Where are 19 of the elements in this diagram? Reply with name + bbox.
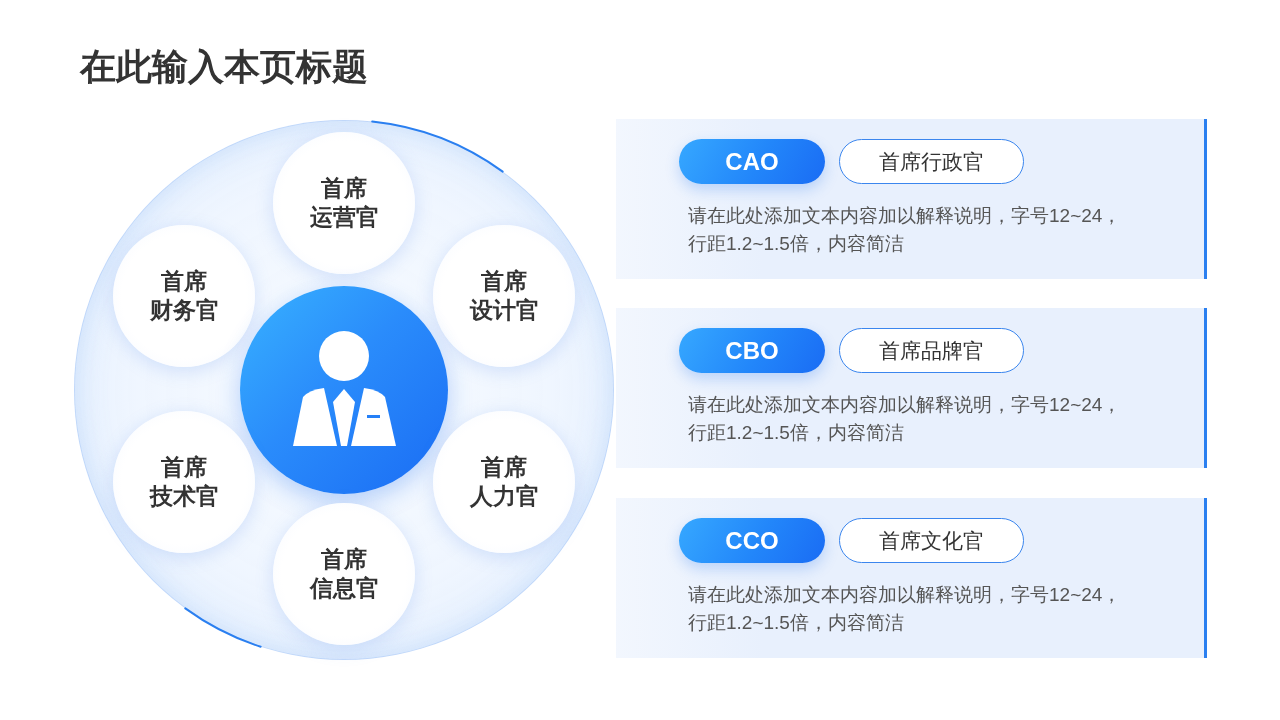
description-text: 请在此处添加文本内容加以解释说明，字号12~24，行距1.2~1.5倍，内容简洁	[688, 393, 1123, 445]
role-circle: 首席设计官	[433, 225, 575, 367]
role-circle: 首席财务官	[113, 225, 255, 367]
role-pill: 首席品牌官	[839, 328, 1024, 373]
description-text: 请在此处添加文本内容加以解释说明，字号12~24，行距1.2~1.5倍，内容简洁	[688, 583, 1123, 635]
acronym-pill: CBO	[679, 328, 825, 373]
role-circle: 首席运营官	[273, 132, 415, 274]
role-pill: 首席行政官	[839, 139, 1024, 184]
info-panel	[616, 498, 1207, 658]
acronym-pill: CAO	[679, 139, 825, 184]
role-circle: 首席人力官	[433, 411, 575, 553]
role-circle: 首席信息官	[273, 503, 415, 645]
description-text: 请在此处添加文本内容加以解释说明，字号12~24，行距1.2~1.5倍，内容简洁	[688, 204, 1123, 256]
role-circle: 首席技术官	[113, 411, 255, 553]
info-panel	[616, 119, 1207, 279]
acronym-pill: CCO	[679, 518, 825, 563]
role-pill: 首席文化官	[839, 518, 1024, 563]
info-panel	[616, 308, 1207, 468]
page-title: 在此输入本页标题	[80, 45, 368, 89]
